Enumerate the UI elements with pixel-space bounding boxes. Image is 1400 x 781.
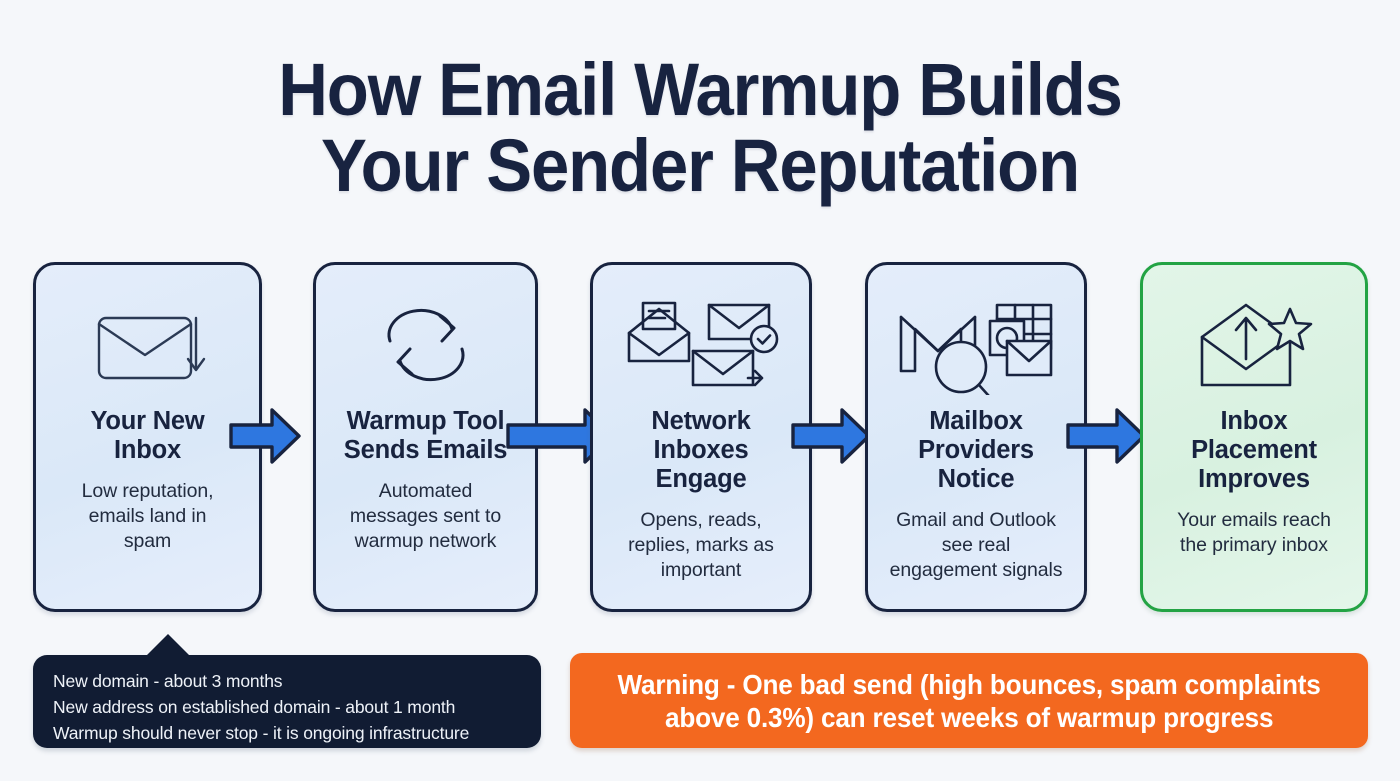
- warning-line-1: Warning - One bad send (high bounces, sp…: [617, 668, 1321, 700]
- flow-step-title: Warmup Tool Sends Emails: [343, 407, 508, 464]
- page-title-line-1: How Email Warmup Builds: [278, 48, 1123, 131]
- flow-step-title: Network Inboxes Engage: [651, 407, 751, 493]
- engaged-envelopes-icon: [607, 289, 795, 401]
- warning-banner: Warning - One bad send (high bounces, sp…: [570, 653, 1368, 748]
- page-title-line-2: Your Sender Reputation: [320, 124, 1080, 207]
- page-title: How Email Warmup Builds Your Sender Repu…: [0, 52, 1400, 204]
- flow-step-description: Automated messages sent to warmup networ…: [349, 480, 502, 552]
- flow-arrow-1-icon: [228, 403, 302, 469]
- flow-step-description: Low reputation, emails land in spam: [81, 480, 214, 552]
- flow-arrow-2-icon: [505, 403, 614, 469]
- mailbox-providers-icon: [882, 289, 1070, 401]
- flow-arrow-3-icon: [790, 403, 871, 469]
- flow-step-title: Inbox Placement Improves: [1191, 407, 1317, 493]
- note-line: New domain - about 3 months: [53, 671, 283, 691]
- flow-arrow-4-icon: [1065, 403, 1146, 469]
- flow-step-description: Opens, reads, replies, marks as importan…: [628, 509, 774, 581]
- warning-line-2: above 0.3%) can reset weeks of warmup pr…: [664, 701, 1274, 733]
- note-line: New address on established domain - abou…: [53, 697, 456, 717]
- flow-step-title: Your New Inbox: [90, 407, 205, 464]
- warmup-cycle-arrows-icon: [330, 289, 521, 401]
- envelope-down-arrow-icon: [50, 289, 245, 401]
- flow-step-title: Mailbox Providers Notice: [918, 407, 1034, 493]
- flow-step-card-network-inboxes-engage[interactable]: Network Inboxes Engage Opens, reads, rep…: [590, 262, 812, 612]
- flow-step-card-warmup-tool-sends-emails[interactable]: Warmup Tool Sends Emails Automated messa…: [313, 262, 538, 612]
- flow-step-description: Your emails reach the primary inbox: [1177, 509, 1331, 556]
- flow-step-card-inbox-placement-improves[interactable]: Inbox Placement Improves Your emails rea…: [1140, 262, 1368, 612]
- envelope-up-arrow-star-icon: [1157, 289, 1351, 401]
- flow-step-description: Gmail and Outlook see real engagement si…: [889, 509, 1063, 581]
- flow-step-card-your-new-inbox[interactable]: Your New Inbox Low reputation, emails la…: [33, 262, 262, 612]
- flow-step-card-mailbox-providers-notice[interactable]: Mailbox Providers Notice Gmail and Outlo…: [865, 262, 1087, 612]
- warmup-flow-diagram: Your New Inbox Low reputation, emails la…: [0, 262, 1400, 614]
- callout-pointer: [146, 634, 190, 656]
- timeline-note-callout: New domain - about 3 months New address …: [33, 634, 541, 748]
- note-line: Warmup should never stop - it is ongoing…: [53, 723, 470, 743]
